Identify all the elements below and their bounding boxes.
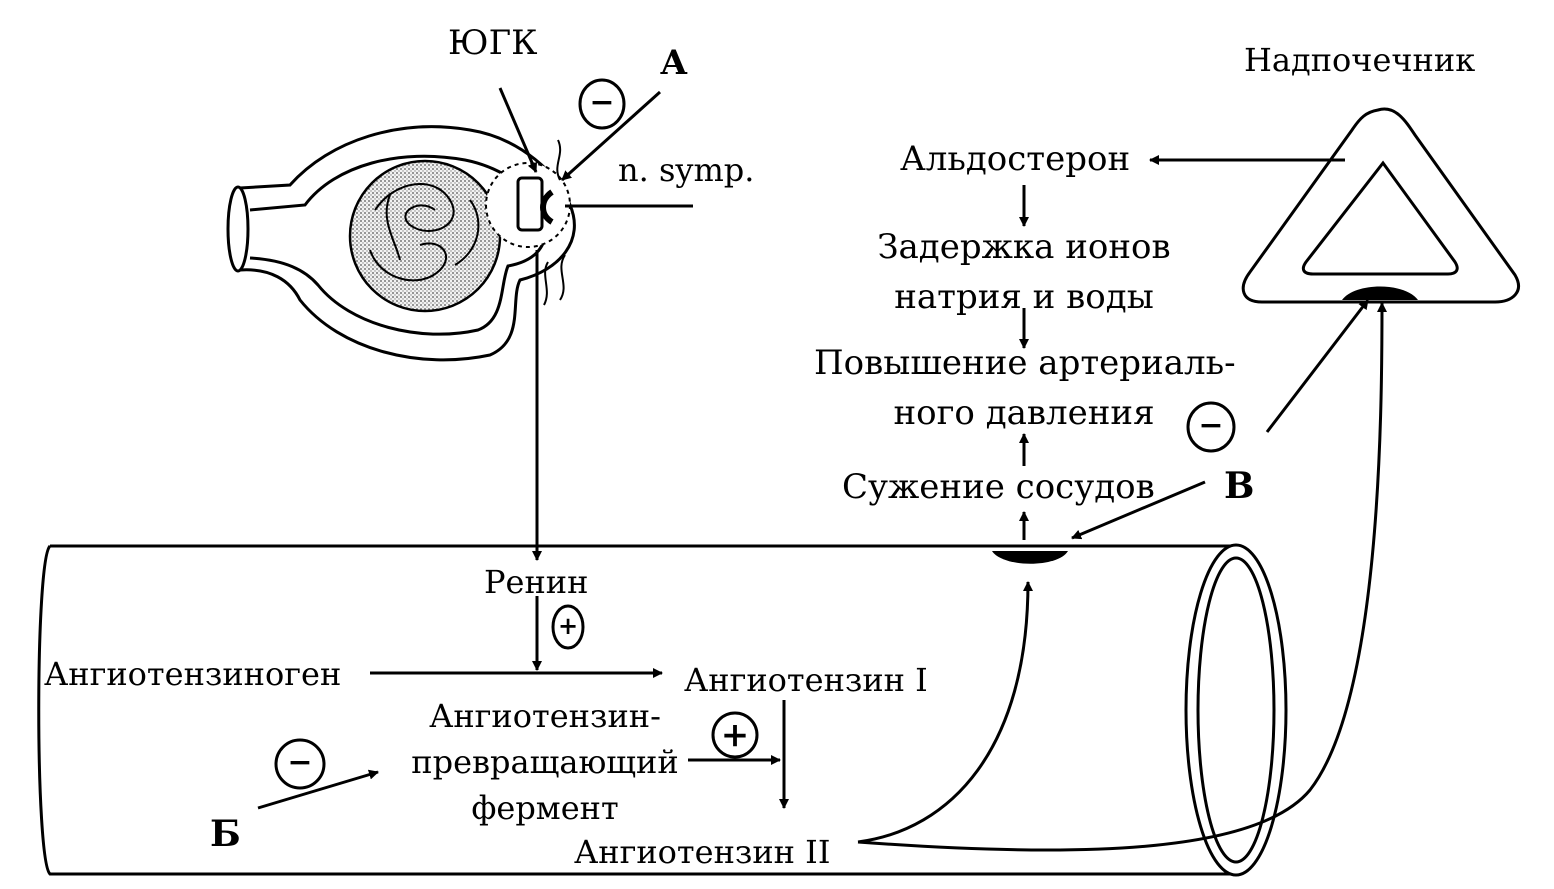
ace-line-1: Ангиотензин-: [429, 697, 661, 735]
angiotensin-1-label: Ангиотензин I: [684, 661, 928, 699]
ace-line-2: превращающий: [411, 743, 679, 781]
blood-vessel: [37, 543, 1288, 877]
adrenal-receptor: [1342, 286, 1418, 300]
renin-label: Ренин: [484, 563, 589, 601]
vasoconstriction-label: Сужение сосудов: [842, 467, 1155, 507]
angiotensin-2-label: Ангиотензин II: [574, 833, 831, 871]
minus-circle-b: [274, 738, 326, 790]
plus-circle-ace: [711, 711, 759, 759]
retention-line-2: натрия и воды: [894, 277, 1154, 317]
plus-sign-renin: +: [557, 611, 579, 640]
adrenal-label: Надпочечник: [1244, 41, 1476, 79]
minus-circle-a: [578, 78, 626, 130]
marker-a: А: [660, 43, 688, 83]
angiotensinogen-label: Ангиотензиноген: [44, 655, 342, 693]
glomerulus: [226, 125, 576, 362]
plus-circle-renin: [551, 604, 585, 650]
bp-rise-line-2: ного давления: [893, 393, 1155, 433]
vessel-arrows: [257, 302, 1387, 852]
minus-circle-v: [1186, 401, 1236, 453]
bp-rise-line-1: Повышение артериаль-: [814, 343, 1236, 383]
retention-line-1: Задержка ионов: [877, 227, 1171, 267]
flow-arrows: [1019, 155, 1370, 540]
marker-v: В: [1224, 465, 1255, 507]
jga-label: ЮГК: [448, 23, 538, 63]
kidney-arrows: [498, 87, 693, 561]
marker-b: Б: [210, 813, 241, 855]
plus-sign-ace: +: [720, 715, 750, 755]
minus-sign-b: −: [287, 745, 313, 780]
sympathetic-nerve-label: n. symp.: [618, 151, 755, 189]
vessel-receptor: [992, 551, 1068, 564]
aldosterone-label: Альдостерон: [900, 139, 1131, 179]
minus-sign-v: −: [1198, 408, 1224, 443]
sign-circles: [274, 78, 1236, 790]
ace-line-3: фермент: [471, 789, 619, 827]
minus-sign-a: −: [589, 85, 615, 120]
adrenal-gland: [1241, 107, 1520, 304]
